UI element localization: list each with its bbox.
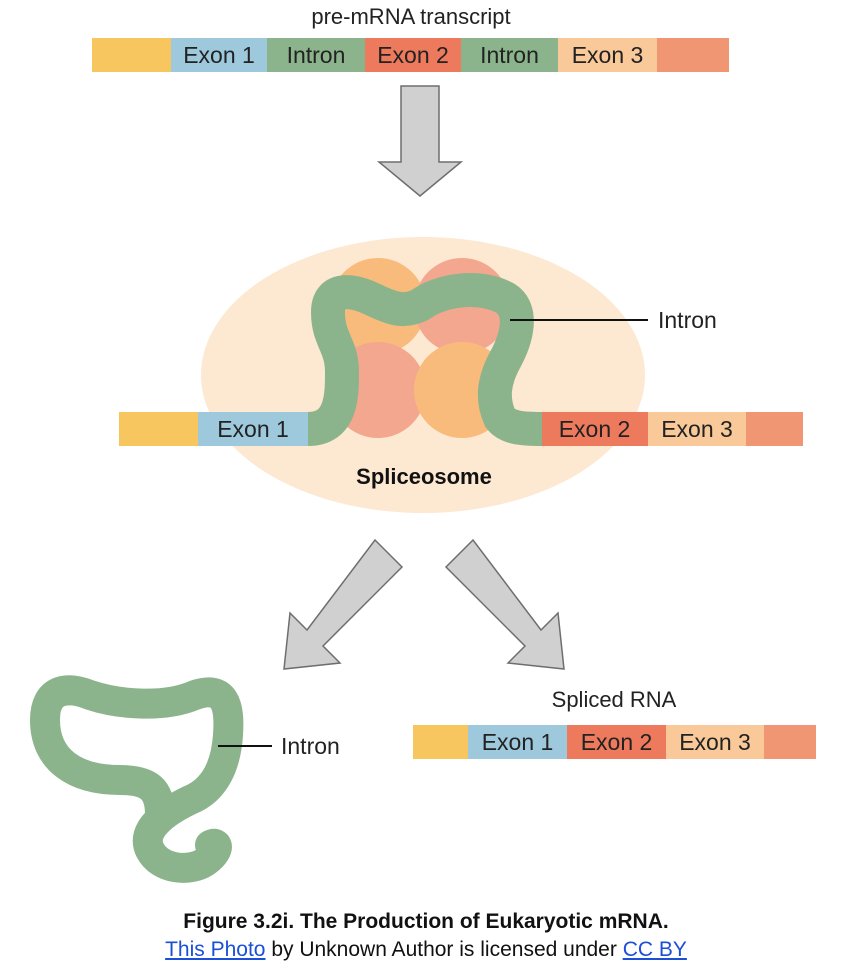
intron-loop (306, 273, 543, 446)
segment-label: Intron (287, 42, 346, 68)
pre-mrna-bar: Exon 1 Intron Exon 2 Intron Exon 3 (92, 38, 729, 72)
license-link[interactable]: CC BY (622, 938, 687, 961)
segment-exon3 (666, 725, 764, 759)
spliced-rna-bar: Exon 1 Exon 2 Exon 3 (413, 725, 816, 759)
excised-intron-lariat (30, 675, 244, 883)
segment-exon3 (648, 412, 746, 446)
segment-exon2 (541, 412, 648, 446)
segment-utr5 (92, 38, 171, 72)
segment-label: Intron (480, 42, 539, 68)
segment-exon1 (171, 38, 267, 72)
arrow-down-left-icon (283, 538, 404, 670)
pre-mrna-title: pre-mRNA transcript (311, 4, 510, 29)
figure-caption: Figure 3.2i. The Production of Eukaryoti… (0, 908, 852, 964)
excised-intron-label: Intron (281, 733, 340, 759)
arrow-down-icon (376, 85, 464, 197)
segment-exon1 (198, 412, 308, 446)
segment-label: Exon 3 (572, 42, 644, 68)
segment-intron (267, 38, 365, 72)
caption-attribution: by Unknown Author is licensed under (265, 938, 623, 961)
segment-label: Exon 2 (581, 729, 653, 755)
segment-intron (461, 38, 558, 72)
segment-exon1 (468, 725, 567, 759)
arrow-down-right-icon (444, 538, 565, 670)
segment-utr5 (413, 725, 468, 759)
segment-label: Exon 1 (217, 416, 289, 442)
segment-utr3 (657, 38, 729, 72)
photo-link[interactable]: This Photo (165, 938, 266, 961)
spliced-rna-title: Spliced RNA (552, 687, 677, 712)
spliceosome-label: Spliceosome (356, 464, 492, 489)
segment-exon3 (558, 38, 657, 72)
segment-label: Exon 3 (661, 416, 733, 442)
segment-label: Exon 3 (679, 729, 751, 755)
spliceosome-right-strand: Exon 2 Exon 3 (541, 412, 803, 446)
segment-exon2 (567, 725, 666, 759)
segment-label: Exon 2 (559, 416, 631, 442)
segment-label: Exon 2 (377, 42, 449, 68)
segment-utr3 (764, 725, 816, 759)
segment-label: Exon 1 (482, 729, 554, 755)
segment-exon2 (365, 38, 461, 72)
intron-callout-label: Intron (658, 307, 717, 333)
segment-utr3 (746, 412, 803, 446)
segment-label: Exon 1 (183, 42, 255, 68)
caption-title: Figure 3.2i. The Production of Eukaryoti… (183, 910, 669, 933)
spliceosome-left-strand: Exon 1 (119, 412, 308, 446)
segment-utr5 (119, 412, 198, 446)
